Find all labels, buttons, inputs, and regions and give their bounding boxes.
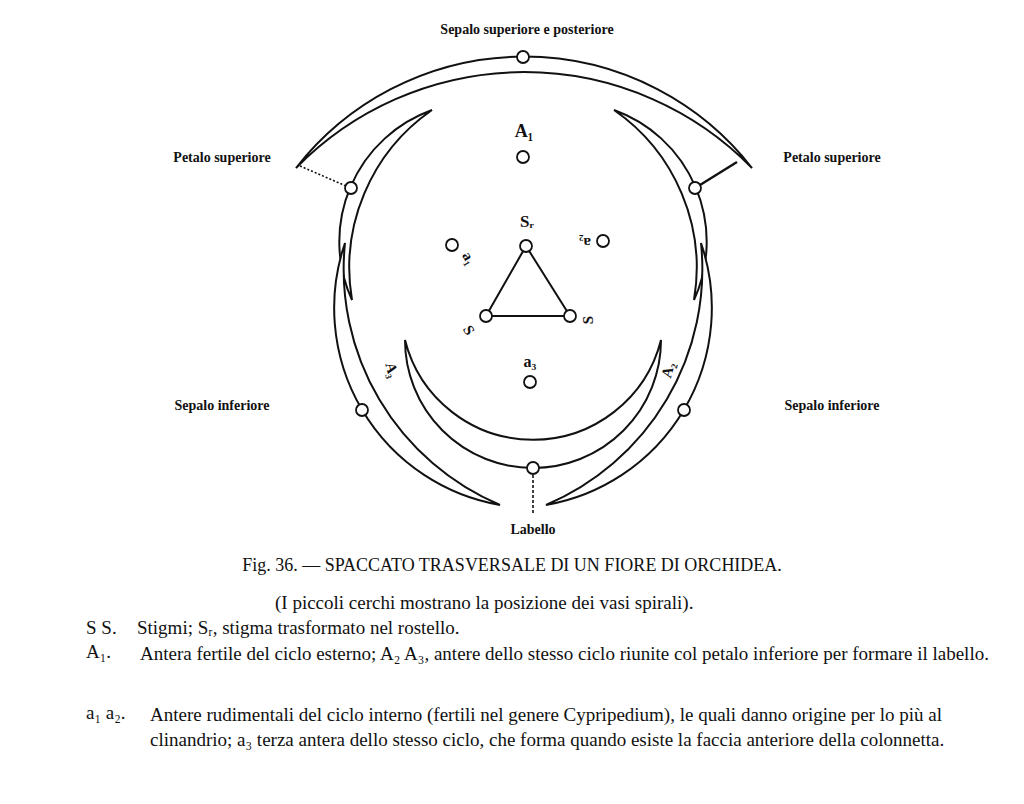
upper-sepal (296, 57, 752, 168)
vessel-circle (520, 240, 532, 252)
legend-text: Antere rudimentali del ciclo interno (fe… (150, 702, 990, 752)
vessel-circle (345, 182, 357, 194)
organ-label: Petalo superiore (173, 150, 270, 167)
vessel-circle (517, 51, 529, 63)
anther-symbol: a₁ (458, 248, 480, 267)
labellum (405, 340, 661, 468)
spiral-vessels (345, 51, 701, 474)
anther-symbol: A₁ (515, 121, 533, 143)
organ-label: Labello (510, 522, 555, 539)
stigma-symbol: S (459, 322, 479, 338)
vessel-circle (564, 310, 576, 322)
organ-label: Petalo superiore (783, 150, 880, 167)
vessel-circle (524, 376, 536, 388)
left-petal (339, 110, 432, 300)
organ-label: Sepalo superiore e posteriore (440, 22, 613, 39)
vessel-circle (527, 462, 539, 474)
stigma-triangle (486, 246, 570, 316)
organ-label: Sepalo inferiore (784, 398, 879, 415)
leader-lines (300, 162, 737, 514)
vessel-circle (480, 310, 492, 322)
anther-symbol: a₂ (579, 234, 591, 252)
vessel-circle (446, 239, 458, 251)
vessel-circle (689, 182, 701, 194)
anther-symbol: A₂ (657, 360, 678, 379)
floral-organs (296, 57, 752, 505)
leader-line (300, 166, 346, 186)
leader-line (700, 162, 737, 185)
note: (I piccoli cerchi mostrano la posizione … (275, 592, 693, 615)
legend-key: A₁. (86, 641, 111, 664)
anther-symbol: A₃ (381, 360, 402, 379)
stigma-symbol: Sᵣ (520, 212, 534, 232)
leader-line (532, 475, 534, 514)
stigma-symbol: S (579, 316, 597, 324)
legend-key: a₁ a₂. (86, 702, 126, 725)
right-petal (614, 110, 707, 300)
right-lower-sepal (546, 243, 712, 505)
vessel-circle (356, 404, 368, 416)
figure-caption: Fig. 36. — SPACCATO TRASVERSALE DI UN FI… (242, 555, 782, 577)
vessel-circle (678, 404, 690, 416)
legend-text: Stigmi; Sᵣ, stigma trasformato nel roste… (137, 617, 460, 640)
legend-key: S S. (86, 617, 117, 640)
anther-symbol: a₃ (524, 352, 537, 371)
organ-label: Sepalo inferiore (174, 398, 269, 415)
vessel-circle (597, 235, 609, 247)
vessel-circle (517, 151, 529, 163)
legend-text: Antera fertile del ciclo esterno; A₂ A₃,… (176, 641, 996, 666)
